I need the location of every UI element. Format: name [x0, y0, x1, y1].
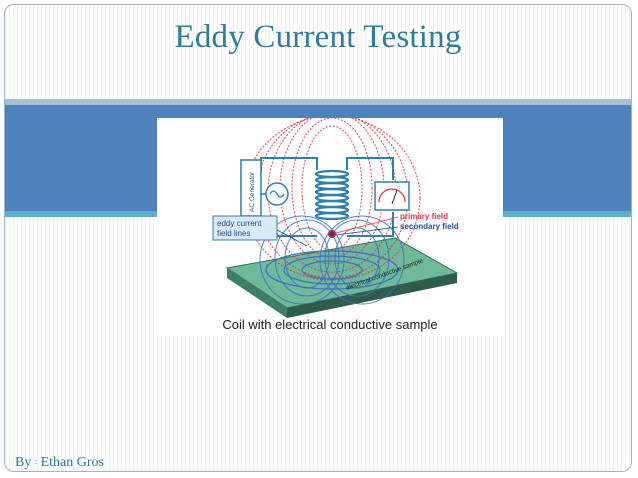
eddy-current-figure: AC Generator eddy current field lines pr… — [157, 118, 503, 337]
sample-plate-front — [227, 268, 287, 318]
figure-caption: Coil with electrical conductive sample — [222, 317, 438, 332]
eddy-current-rings — [265, 250, 399, 290]
slide: Eddy Current Testing — [4, 4, 632, 472]
coil — [314, 169, 350, 221]
eddy-current-label-box — [212, 215, 278, 241]
secondary-field-label: secondary field — [400, 222, 459, 231]
meter-needle — [391, 189, 398, 205]
author-prefix: By — [15, 455, 32, 470]
slide-title: Eddy Current Testing — [174, 19, 462, 55]
header-band-light — [5, 99, 631, 105]
ac-generator-label: AC Generator — [249, 171, 256, 212]
sample-plate-side — [287, 273, 457, 318]
primary-field-label: primary field — [400, 212, 448, 221]
author-name: Ethan Gros — [40, 455, 104, 470]
eddy-current-label-line1: eddy current — [217, 219, 262, 228]
eddy-current-label-line2: field lines — [217, 229, 250, 238]
author-separator: : — [34, 457, 38, 466]
author-credit: By : Ethan Gros — [15, 455, 104, 471]
eddy-current-diagram: AC Generator eddy current field lines pr… — [212, 118, 459, 318]
